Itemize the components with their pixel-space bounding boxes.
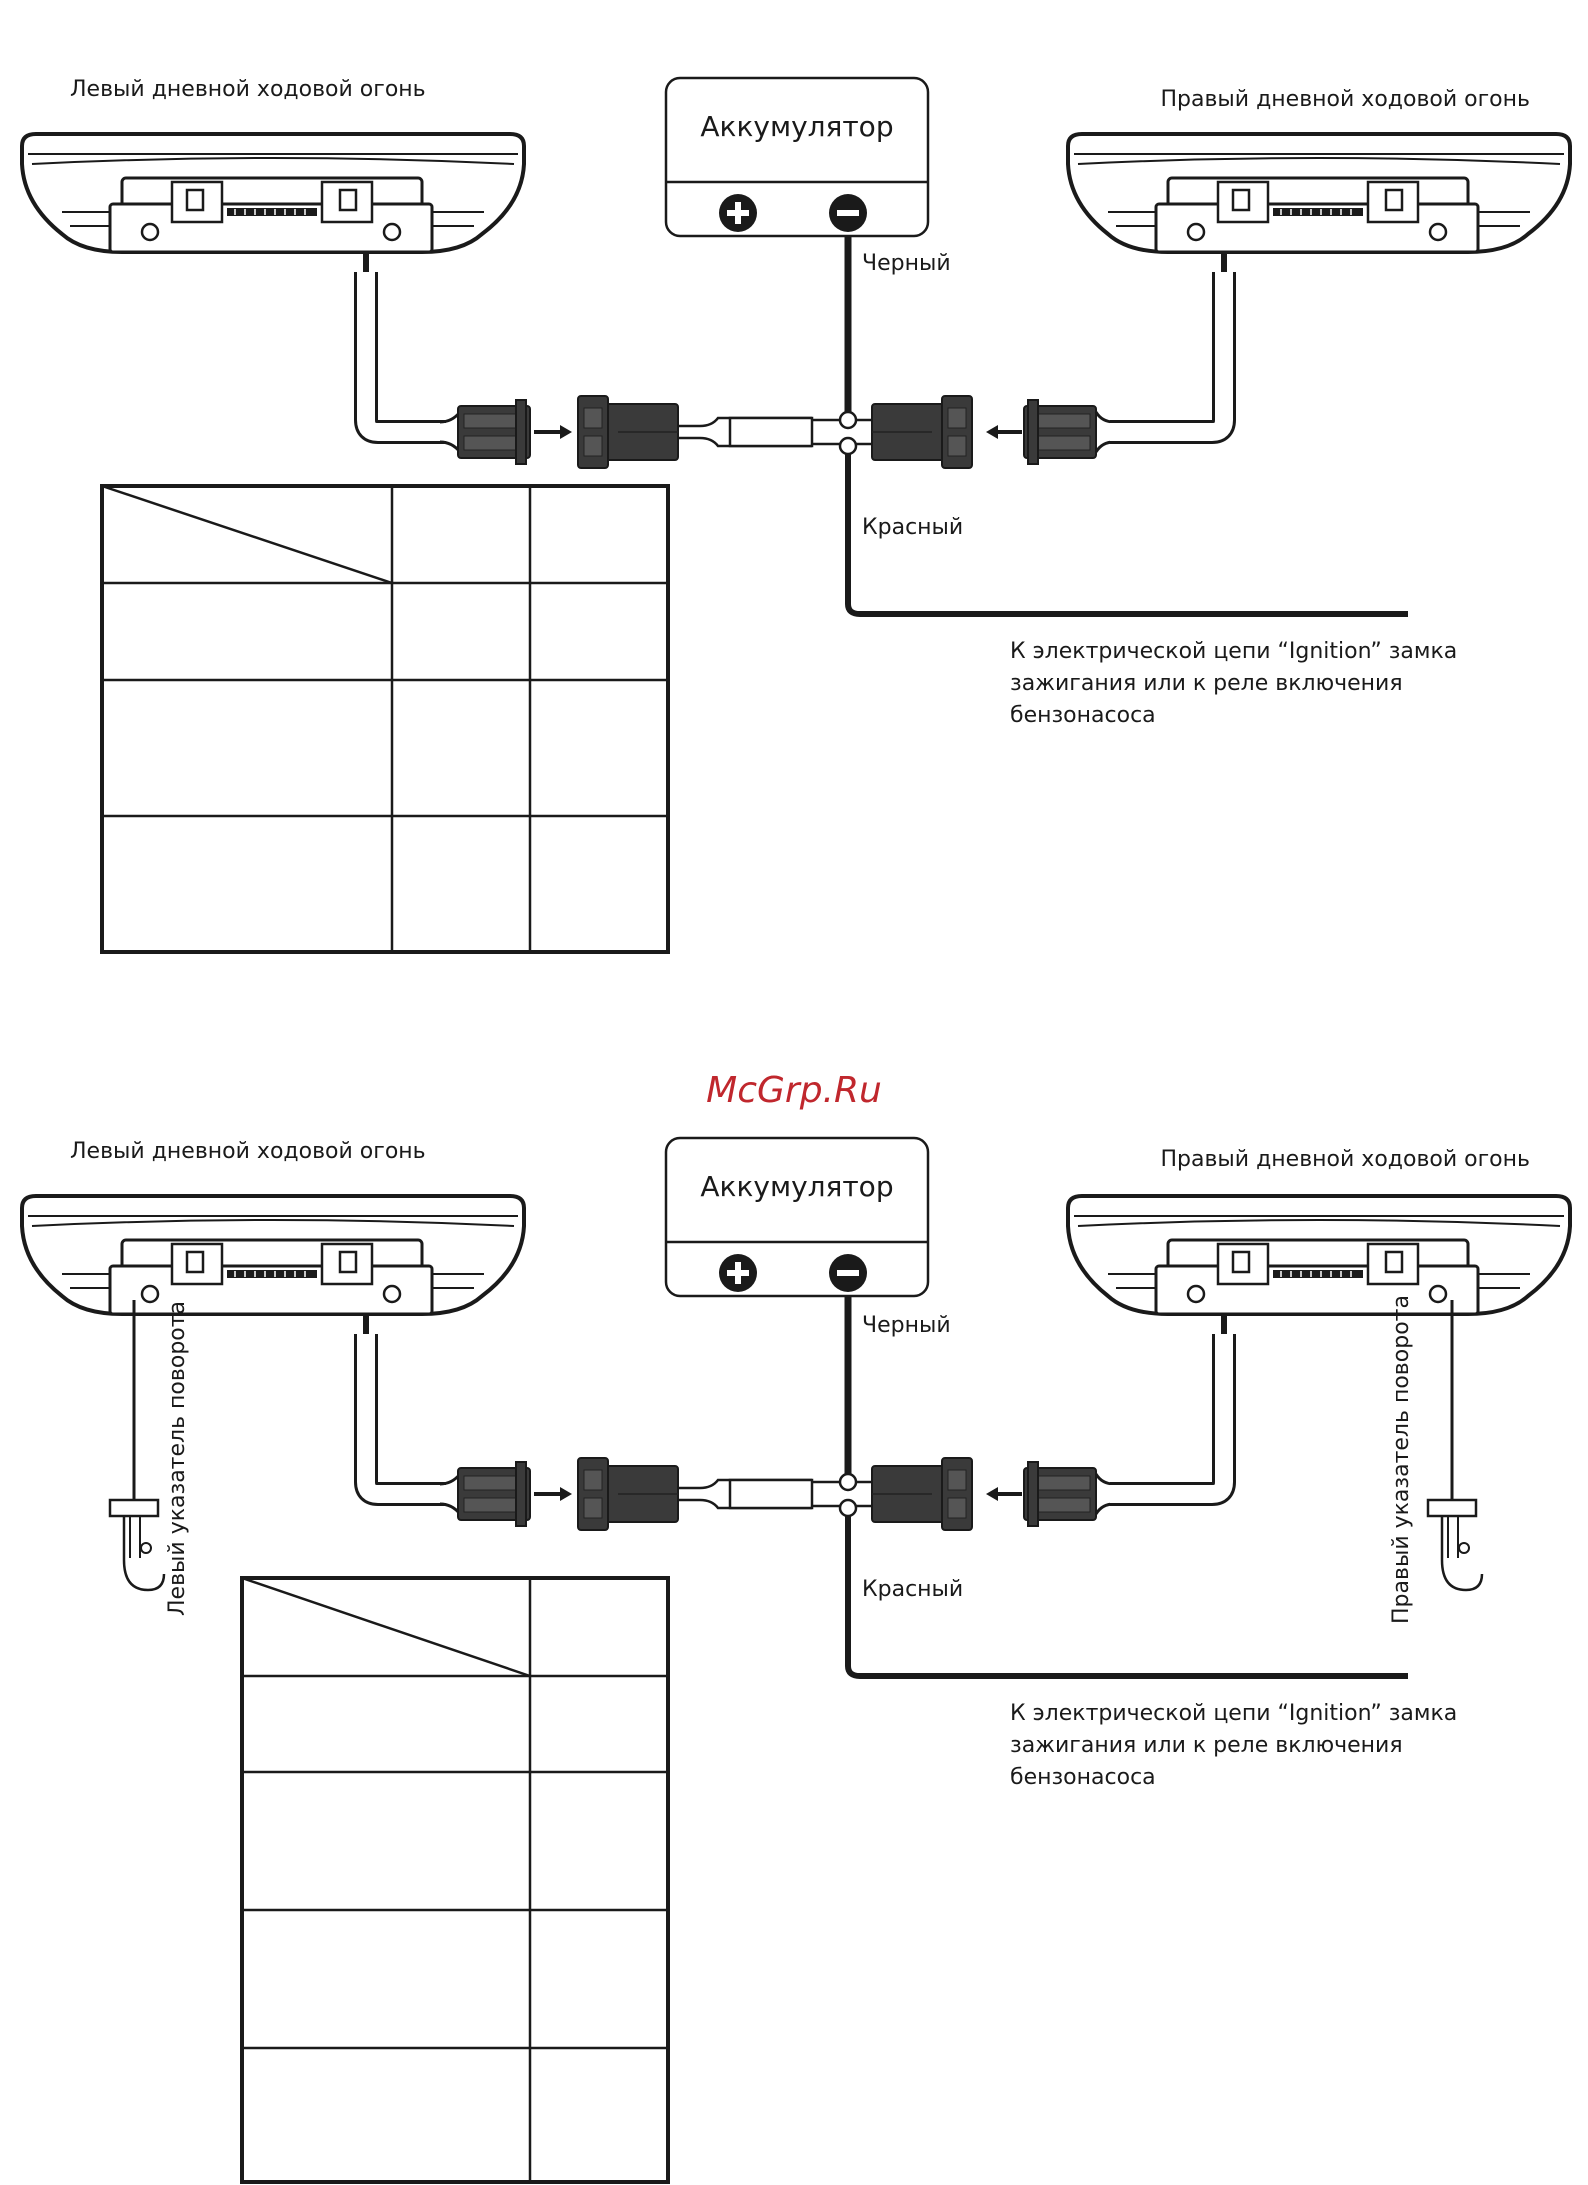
harness-connector-right bbox=[871, 1457, 973, 1531]
empty-table-top bbox=[100, 484, 670, 954]
battery-label: Аккумулятор bbox=[700, 1170, 893, 1203]
battery-label: Аккумулятор bbox=[700, 110, 893, 143]
right-lamp-connector bbox=[1023, 1461, 1097, 1527]
left-turn-label: Левый указатель поворота bbox=[165, 1301, 190, 1616]
red-wire bbox=[845, 454, 1408, 617]
watermark: McGrp.Ru bbox=[706, 1070, 882, 1111]
left-light-label: Левый дневной ходовой огонь bbox=[70, 77, 426, 102]
right-lamp-connector bbox=[1023, 399, 1097, 465]
ignition-note-line3: бензонасоса bbox=[1010, 703, 1156, 728]
ignition-note-line2: зажигания или к реле включения bbox=[1010, 1733, 1403, 1758]
left-lamp-connector bbox=[457, 1461, 531, 1527]
harness-connector-right bbox=[871, 395, 973, 469]
right-light-label: Правый дневной ходовой огонь bbox=[1160, 1147, 1530, 1172]
black-wire-label: Черный bbox=[862, 1313, 951, 1338]
red-wire bbox=[845, 1516, 1408, 1679]
ignition-note-line2: зажигания или к реле включения bbox=[1010, 671, 1403, 696]
black-wire-label: Черный bbox=[862, 251, 951, 276]
right-light-label: Правый дневной ходовой огонь bbox=[1160, 87, 1530, 112]
harness-connector-left bbox=[577, 395, 679, 469]
battery: Аккумулятор bbox=[664, 76, 930, 238]
ignition-note-line3: бензонасоса bbox=[1010, 1765, 1156, 1790]
red-wire-label: Красный bbox=[862, 515, 963, 540]
red-wire-label: Красный bbox=[862, 1577, 963, 1602]
left-light-label: Левый дневной ходовой огонь bbox=[70, 1139, 426, 1164]
diagram-top: Левый дневной ходовой огонь Правый дневн… bbox=[20, 76, 1572, 954]
empty-table-bottom bbox=[240, 1576, 670, 2184]
right-daytime-light bbox=[1066, 1194, 1572, 1316]
ignition-note-line1: К электрической цепи “Ignition” замка bbox=[1010, 639, 1457, 664]
left-daytime-light bbox=[20, 1194, 526, 1316]
right-turn-signal-icon bbox=[1426, 1498, 1484, 1592]
ignition-note-line1: К электрической цепи “Ignition” замка bbox=[1010, 1701, 1457, 1726]
harness-connector-left bbox=[577, 1457, 679, 1531]
left-turn-signal-icon bbox=[108, 1498, 166, 1592]
left-lamp-connector bbox=[457, 399, 531, 465]
right-daytime-light bbox=[1066, 132, 1572, 254]
right-turn-label: Правый указатель поворота bbox=[1389, 1295, 1414, 1624]
left-daytime-light bbox=[20, 132, 526, 254]
battery: Аккумулятор bbox=[664, 1136, 930, 1298]
diagram-bottom: Левый дневной ходовой огонь Правый дневн… bbox=[20, 1136, 1572, 2184]
